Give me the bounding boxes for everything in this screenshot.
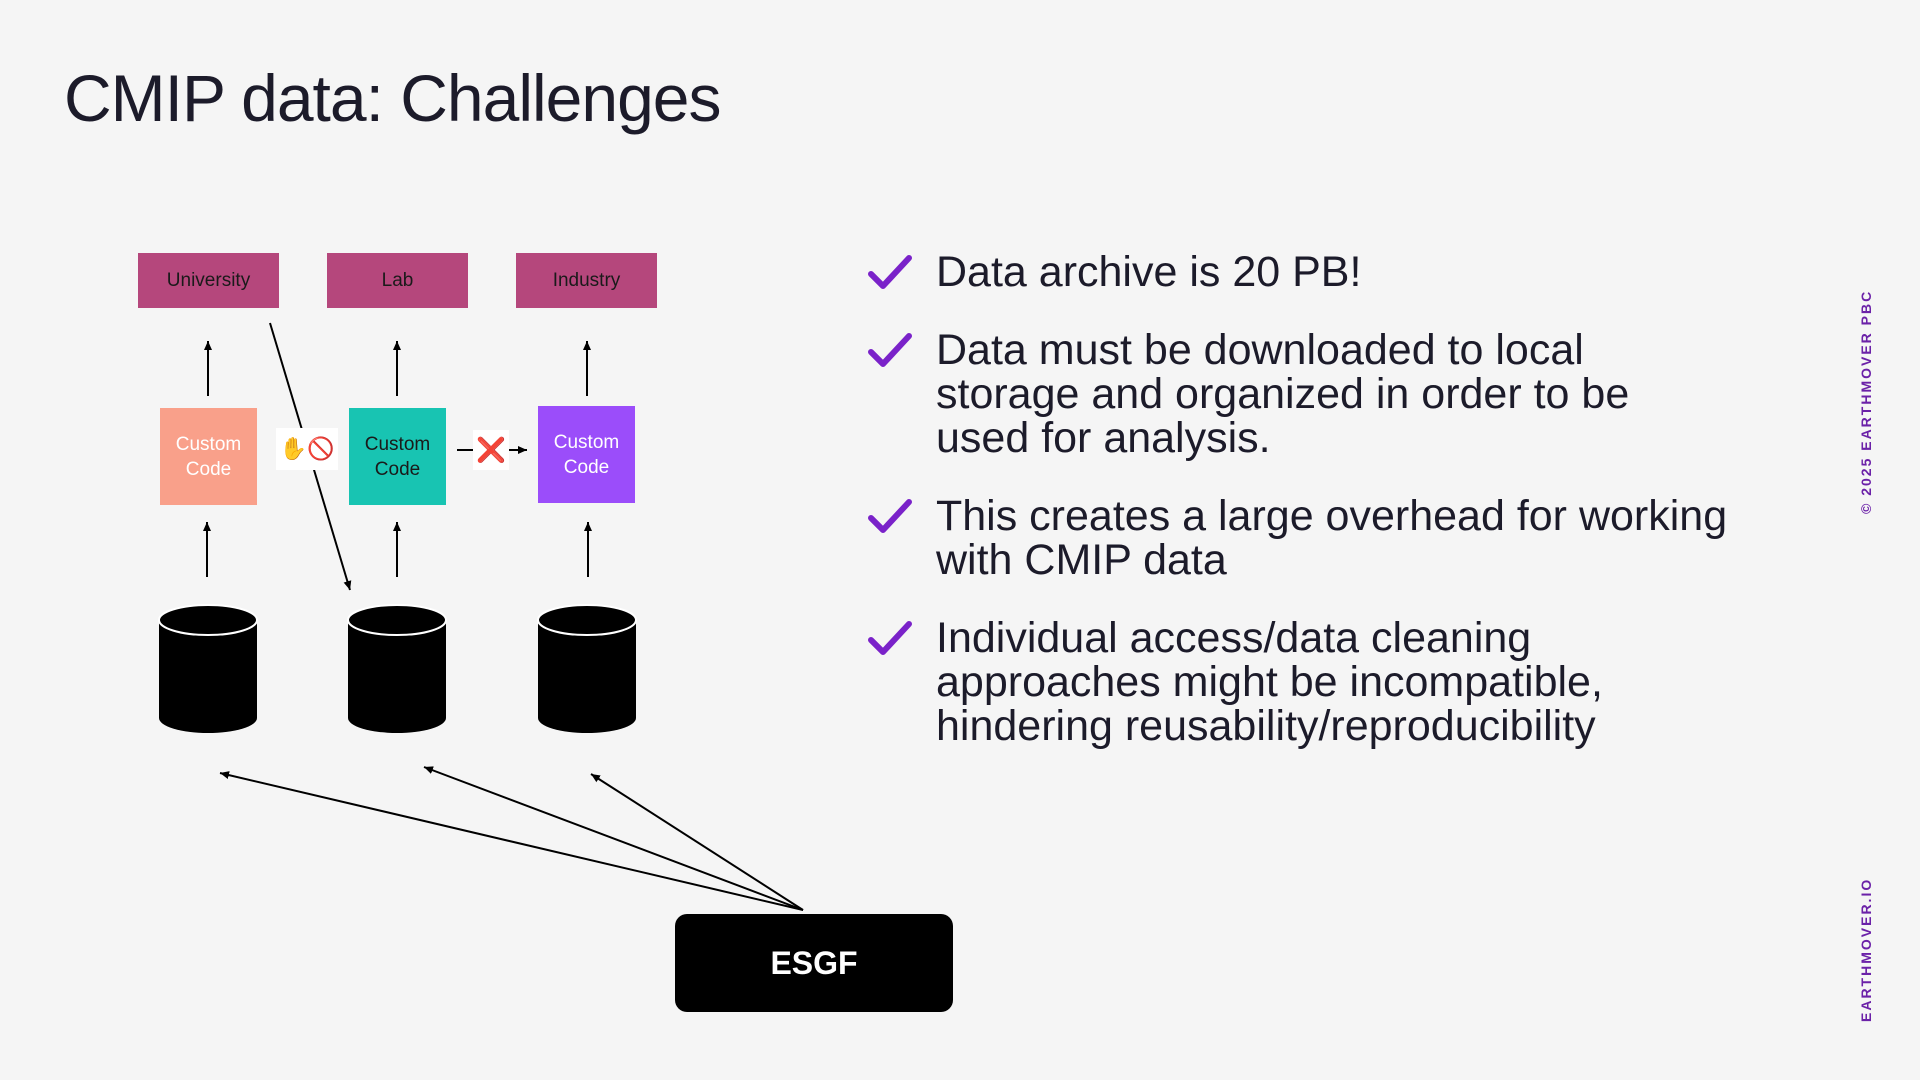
challenge-item: This creates a large overhead for workin… [868, 494, 1728, 582]
storage-cylinder-1 [158, 604, 258, 733]
arrow-esgf-to-storage-1 [219, 771, 804, 911]
user-box-lab: Lab [327, 253, 468, 308]
challenge-list: Data archive is 20 PB! Data must be down… [868, 250, 1728, 782]
challenge-text: Individual access/data cleaning approach… [936, 614, 1603, 750]
storage-cylinder-2 [347, 604, 447, 733]
arrow-esgf-to-storage-2 [423, 766, 804, 911]
website-text: EARTHMOVER.IO [1858, 877, 1874, 1022]
challenge-text: Data must be downloaded to local storage… [936, 326, 1630, 462]
challenge-text: This creates a large overhead for workin… [936, 492, 1728, 584]
challenge-item: Data must be downloaded to local storage… [868, 328, 1728, 460]
custom-code-box-2: Custom Code [349, 408, 446, 505]
checkmark-icon [868, 499, 912, 533]
custom-code-box-1: Custom Code [160, 408, 257, 505]
checkmark-icon [868, 621, 912, 655]
user-box-industry: Industry [516, 253, 657, 308]
esgf-source-box: ESGF [675, 914, 953, 1012]
copyright-text: © 2025 EARTHMOVER PBC [1858, 289, 1874, 514]
blocked-marker-icon: ✋🚫 [276, 428, 338, 470]
incompatible-marker-icon: ❌ [473, 430, 509, 470]
user-box-university: University [138, 253, 279, 308]
storage-cylinder-3 [537, 604, 637, 733]
checkmark-icon [868, 333, 912, 367]
slide-title: CMIP data: Challenges [64, 61, 721, 135]
challenge-item: Data archive is 20 PB! [868, 250, 1728, 294]
challenge-item: Individual access/data cleaning approach… [868, 616, 1728, 748]
custom-code-box-3: Custom Code [538, 406, 635, 503]
checkmark-icon [868, 255, 912, 289]
challenge-text: Data archive is 20 PB! [936, 248, 1362, 296]
arrow-esgf-to-storage-3 [590, 773, 804, 911]
